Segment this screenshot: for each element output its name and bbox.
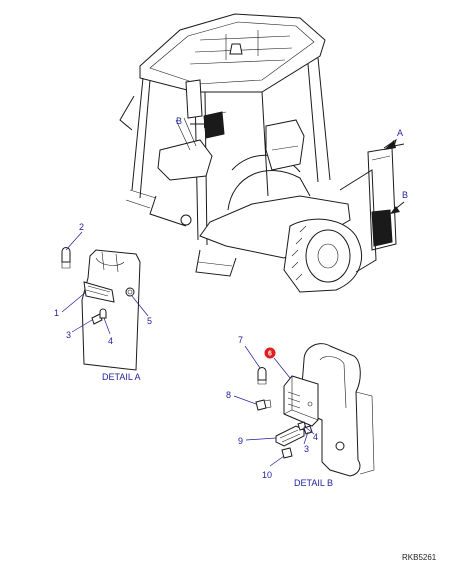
callout-7: 7 [238,335,243,345]
detail-b-callouts: 6 7 8 9 4 3 10 DETAIL B [226,335,333,488]
callout-4-detail-a: 4 [108,336,113,346]
view-arrow-b-bracket: B [390,190,408,214]
callout-4-detail-b: 4 [313,432,318,442]
callout-9: 9 [238,436,243,446]
callout-3-detail-b: 3 [304,444,309,454]
machine-cab-view [119,13,397,293]
view-arrow-b-cab: B [176,116,212,128]
detail-b-caption: DETAIL B [294,478,333,488]
highlight-badge-icon [264,347,276,359]
callout-1: 1 [54,308,59,318]
view-arrow-a: A [383,128,405,150]
callout-10: 10 [262,470,272,480]
callout-6: 6 [268,351,272,358]
detail-b-drawing [255,343,375,477]
detail-a-caption: DETAIL A [102,372,141,382]
view-arrow-b-cab-label: B [176,116,182,126]
view-arrow-b-bracket-label: B [402,190,408,200]
reference-code: RKB5261 [402,553,437,562]
view-arrow-a-label: A [397,128,403,138]
callout-2: 2 [79,222,84,232]
detail-a-drawing [61,247,141,371]
callout-3-detail-a: 3 [66,330,71,340]
detail-a-callouts: 2 1 3 4 5 DETAIL A [54,222,152,382]
callout-8: 8 [226,390,231,400]
callout-5: 5 [147,316,152,326]
